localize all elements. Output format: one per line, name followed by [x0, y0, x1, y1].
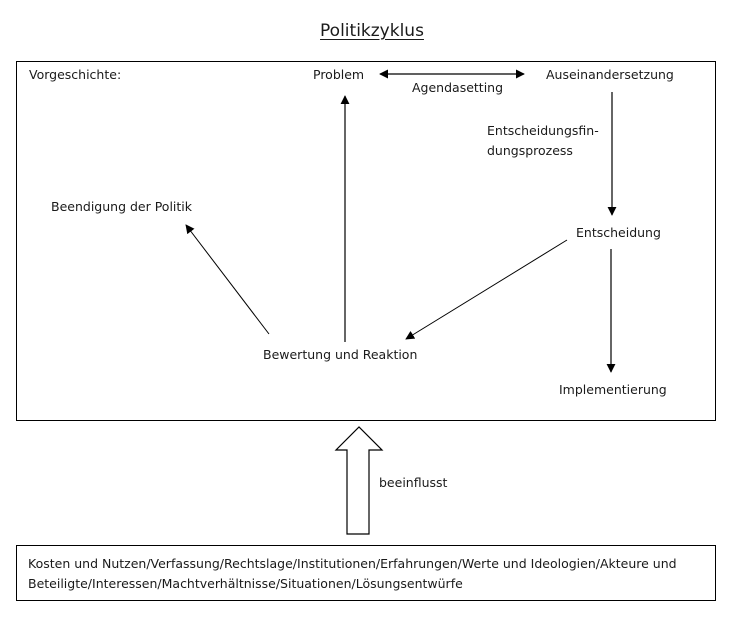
title-text: Politikzyklus [320, 21, 424, 41]
decision-process-label-line2: dungsprozess [487, 143, 573, 158]
influence-label: beeinflusst [379, 475, 448, 490]
decision-to-evaluation-arrow [405, 239, 568, 340]
influencing-factors-box: Kosten und Nutzen/Verfassung/Rechtslage/… [16, 545, 716, 601]
node-problem: Problem [313, 67, 365, 82]
policy-cycle-box [16, 61, 716, 421]
node-debate: Auseinandersetzung [546, 67, 674, 82]
evaluation-to-termination-arrow [185, 224, 270, 335]
diagram-title: Politikzyklus [0, 21, 744, 41]
node-implementation: Implementierung [559, 382, 667, 397]
node-termination: Beendigung der Politik [51, 199, 193, 214]
agenda-setting-label: Agendasetting [412, 80, 504, 95]
node-decision: Entscheidung [576, 225, 661, 240]
decision-process-label-line1: Entscheidungsfin- [487, 123, 599, 138]
influencing-factors-text: Kosten und Nutzen/Verfassung/Rechtslage/… [28, 556, 677, 591]
node-evaluation: Bewertung und Reaktion [263, 347, 418, 362]
prehistory-label: Vorgeschichte: [29, 67, 122, 82]
influence-block-arrow [334, 426, 384, 535]
